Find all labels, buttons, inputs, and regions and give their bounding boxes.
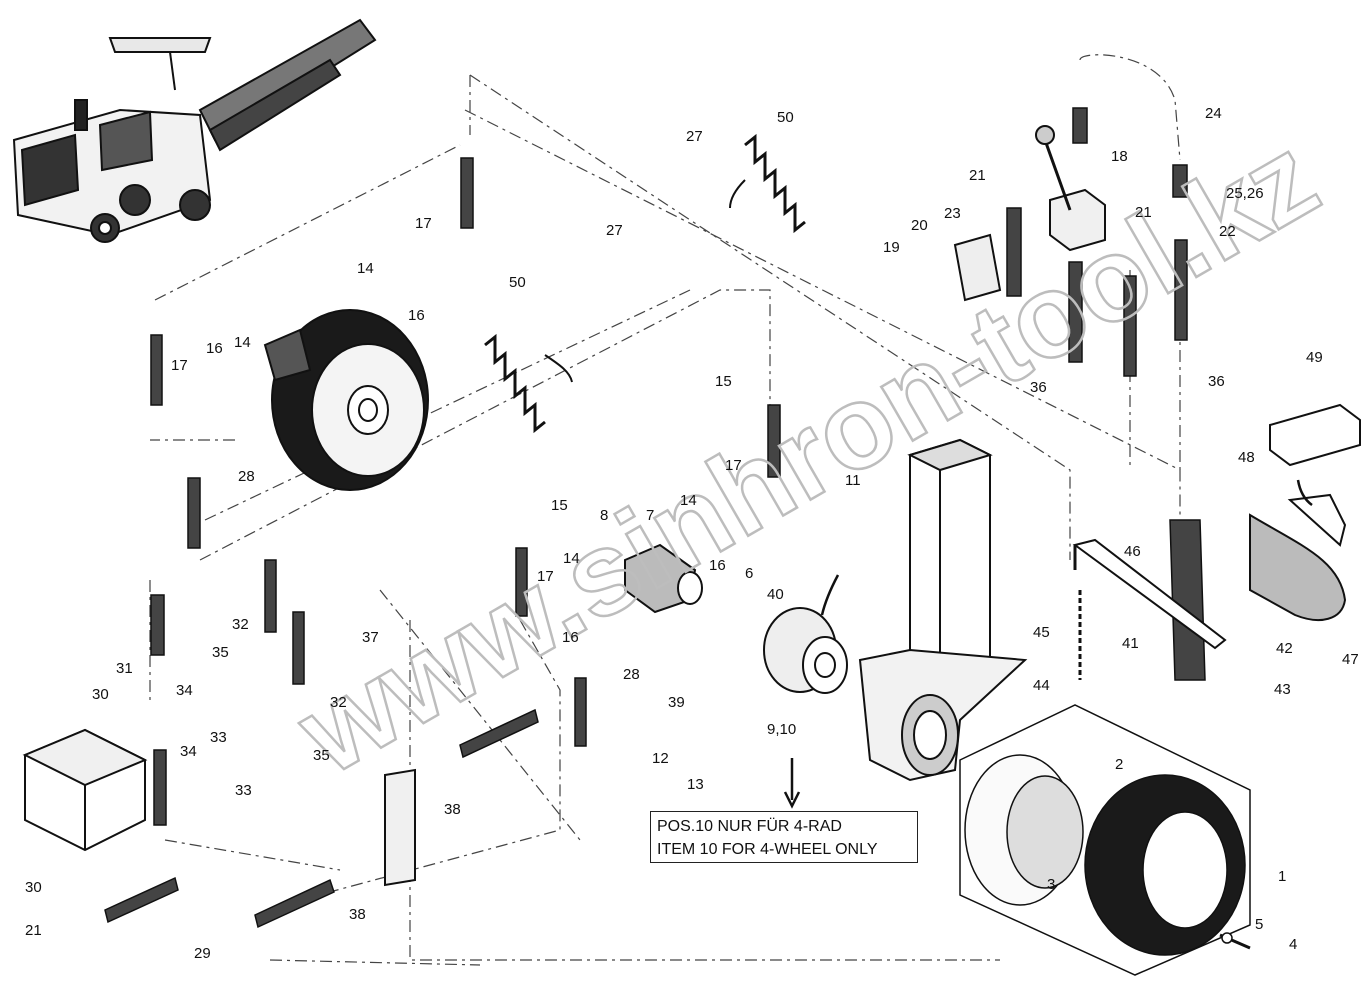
callout-42: 42 <box>1276 640 1293 657</box>
callout-31: 31 <box>116 660 133 677</box>
callout-21-a: 21 <box>969 167 986 184</box>
callout-15-b: 15 <box>551 497 568 514</box>
callout-32-b: 32 <box>330 694 347 711</box>
callout-28-a: 28 <box>238 468 255 485</box>
callout-25-26: 25,26 <box>1226 185 1264 202</box>
callout-27-b: 27 <box>606 222 623 239</box>
callout-20: 20 <box>911 217 928 234</box>
callout-21-c: 21 <box>25 922 42 939</box>
hydraulic-motor <box>624 543 703 614</box>
note-line-english: ITEM 10 FOR 4-WHEEL ONLY <box>657 841 878 858</box>
callout-38-a: 38 <box>444 801 461 818</box>
wheel-lower-assembly <box>959 704 1251 976</box>
callout-36-a: 36 <box>1030 379 1047 396</box>
callout-33-a: 33 <box>210 729 227 746</box>
callout-21-b: 21 <box>1135 204 1152 221</box>
callout-16-b: 16 <box>206 340 223 357</box>
callout-14-c: 14 <box>680 492 697 509</box>
callout-5: 5 <box>1255 916 1263 933</box>
callout-30-b: 30 <box>25 879 42 896</box>
callout-35-b: 35 <box>313 747 330 764</box>
callout-19: 19 <box>883 239 900 256</box>
callout-32-a: 32 <box>232 616 249 633</box>
svg-text:www.sinhron-tool.kz: www.sinhron-tool.kz <box>276 110 1338 799</box>
callout-34-b: 34 <box>180 743 197 760</box>
control-valve <box>953 125 1106 302</box>
callout-33-b: 33 <box>235 782 252 799</box>
callout-18: 18 <box>1111 148 1128 165</box>
callout-45: 45 <box>1033 624 1050 641</box>
wheel-hub-motor <box>763 607 848 694</box>
callout-50-a: 50 <box>777 109 794 126</box>
callout-27-a: 27 <box>686 128 703 145</box>
springs <box>484 133 806 434</box>
callout-48: 48 <box>1238 449 1255 466</box>
callout-38-b: 38 <box>349 906 366 923</box>
callout-15-a: 15 <box>715 373 732 390</box>
milling-machine-illustration <box>12 18 377 243</box>
callout-1: 1 <box>1278 868 1286 885</box>
callout-46: 46 <box>1124 543 1141 560</box>
callout-41: 41 <box>1122 635 1139 652</box>
callout-39: 39 <box>668 694 685 711</box>
arrows <box>783 479 1313 809</box>
callout-43: 43 <box>1274 681 1291 698</box>
callout-35-a: 35 <box>212 644 229 661</box>
strap-and-clamp <box>1249 403 1361 621</box>
axle-bar <box>1072 538 1227 680</box>
steering-column <box>858 438 1028 782</box>
callout-37: 37 <box>362 629 379 646</box>
callout-40: 40 <box>767 586 784 603</box>
callout-44: 44 <box>1033 677 1050 694</box>
callout-8: 8 <box>600 507 608 524</box>
callout-9-10: 9,10 <box>767 721 796 738</box>
routing-lines <box>149 54 1181 966</box>
callout-labels: 1 2 3 4 5 6 7 8 9,10 11 12 13 14 14 14 1… <box>25 105 1359 962</box>
callout-16-a: 16 <box>408 307 425 324</box>
callout-17-b: 17 <box>171 357 188 374</box>
valve-block <box>22 728 416 887</box>
callout-3: 3 <box>1047 876 1055 893</box>
callout-29: 29 <box>194 945 211 962</box>
callout-36-b: 36 <box>1208 373 1225 390</box>
callout-12: 12 <box>652 750 669 767</box>
callout-17-c: 17 <box>725 457 742 474</box>
four-wheel-note-box: POS.10 NUR FÜR 4-RAD ITEM 10 FOR 4-WHEEL… <box>650 811 918 863</box>
watermark: www.sinhron-tool.kz <box>275 109 1340 801</box>
callout-16-c: 16 <box>709 557 726 574</box>
callout-23: 23 <box>944 205 961 222</box>
note-line-german: POS.10 NUR FÜR 4-RAD <box>657 818 842 835</box>
callout-50-b: 50 <box>509 274 526 291</box>
wheel-upper <box>263 309 429 491</box>
callout-24: 24 <box>1205 105 1222 122</box>
callout-16-d: 16 <box>562 629 579 646</box>
callout-17-a: 17 <box>415 215 432 232</box>
callout-28-b: 28 <box>623 666 640 683</box>
callout-49: 49 <box>1306 349 1323 366</box>
callout-34-a: 34 <box>176 682 193 699</box>
callout-11: 11 <box>845 472 861 489</box>
callout-4: 4 <box>1289 936 1297 953</box>
callout-2: 2 <box>1115 756 1123 773</box>
callout-30-a: 30 <box>92 686 109 703</box>
callout-17-d: 17 <box>537 568 554 585</box>
hoses <box>104 107 1206 929</box>
callout-14-a: 14 <box>357 260 374 277</box>
callout-47: 47 <box>1342 651 1359 668</box>
callout-7: 7 <box>646 507 654 524</box>
callout-13: 13 <box>687 776 704 793</box>
callout-6: 6 <box>745 565 753 582</box>
callout-22: 22 <box>1219 223 1236 240</box>
callout-14-b: 14 <box>234 334 251 351</box>
callout-14-d: 14 <box>563 550 580 567</box>
